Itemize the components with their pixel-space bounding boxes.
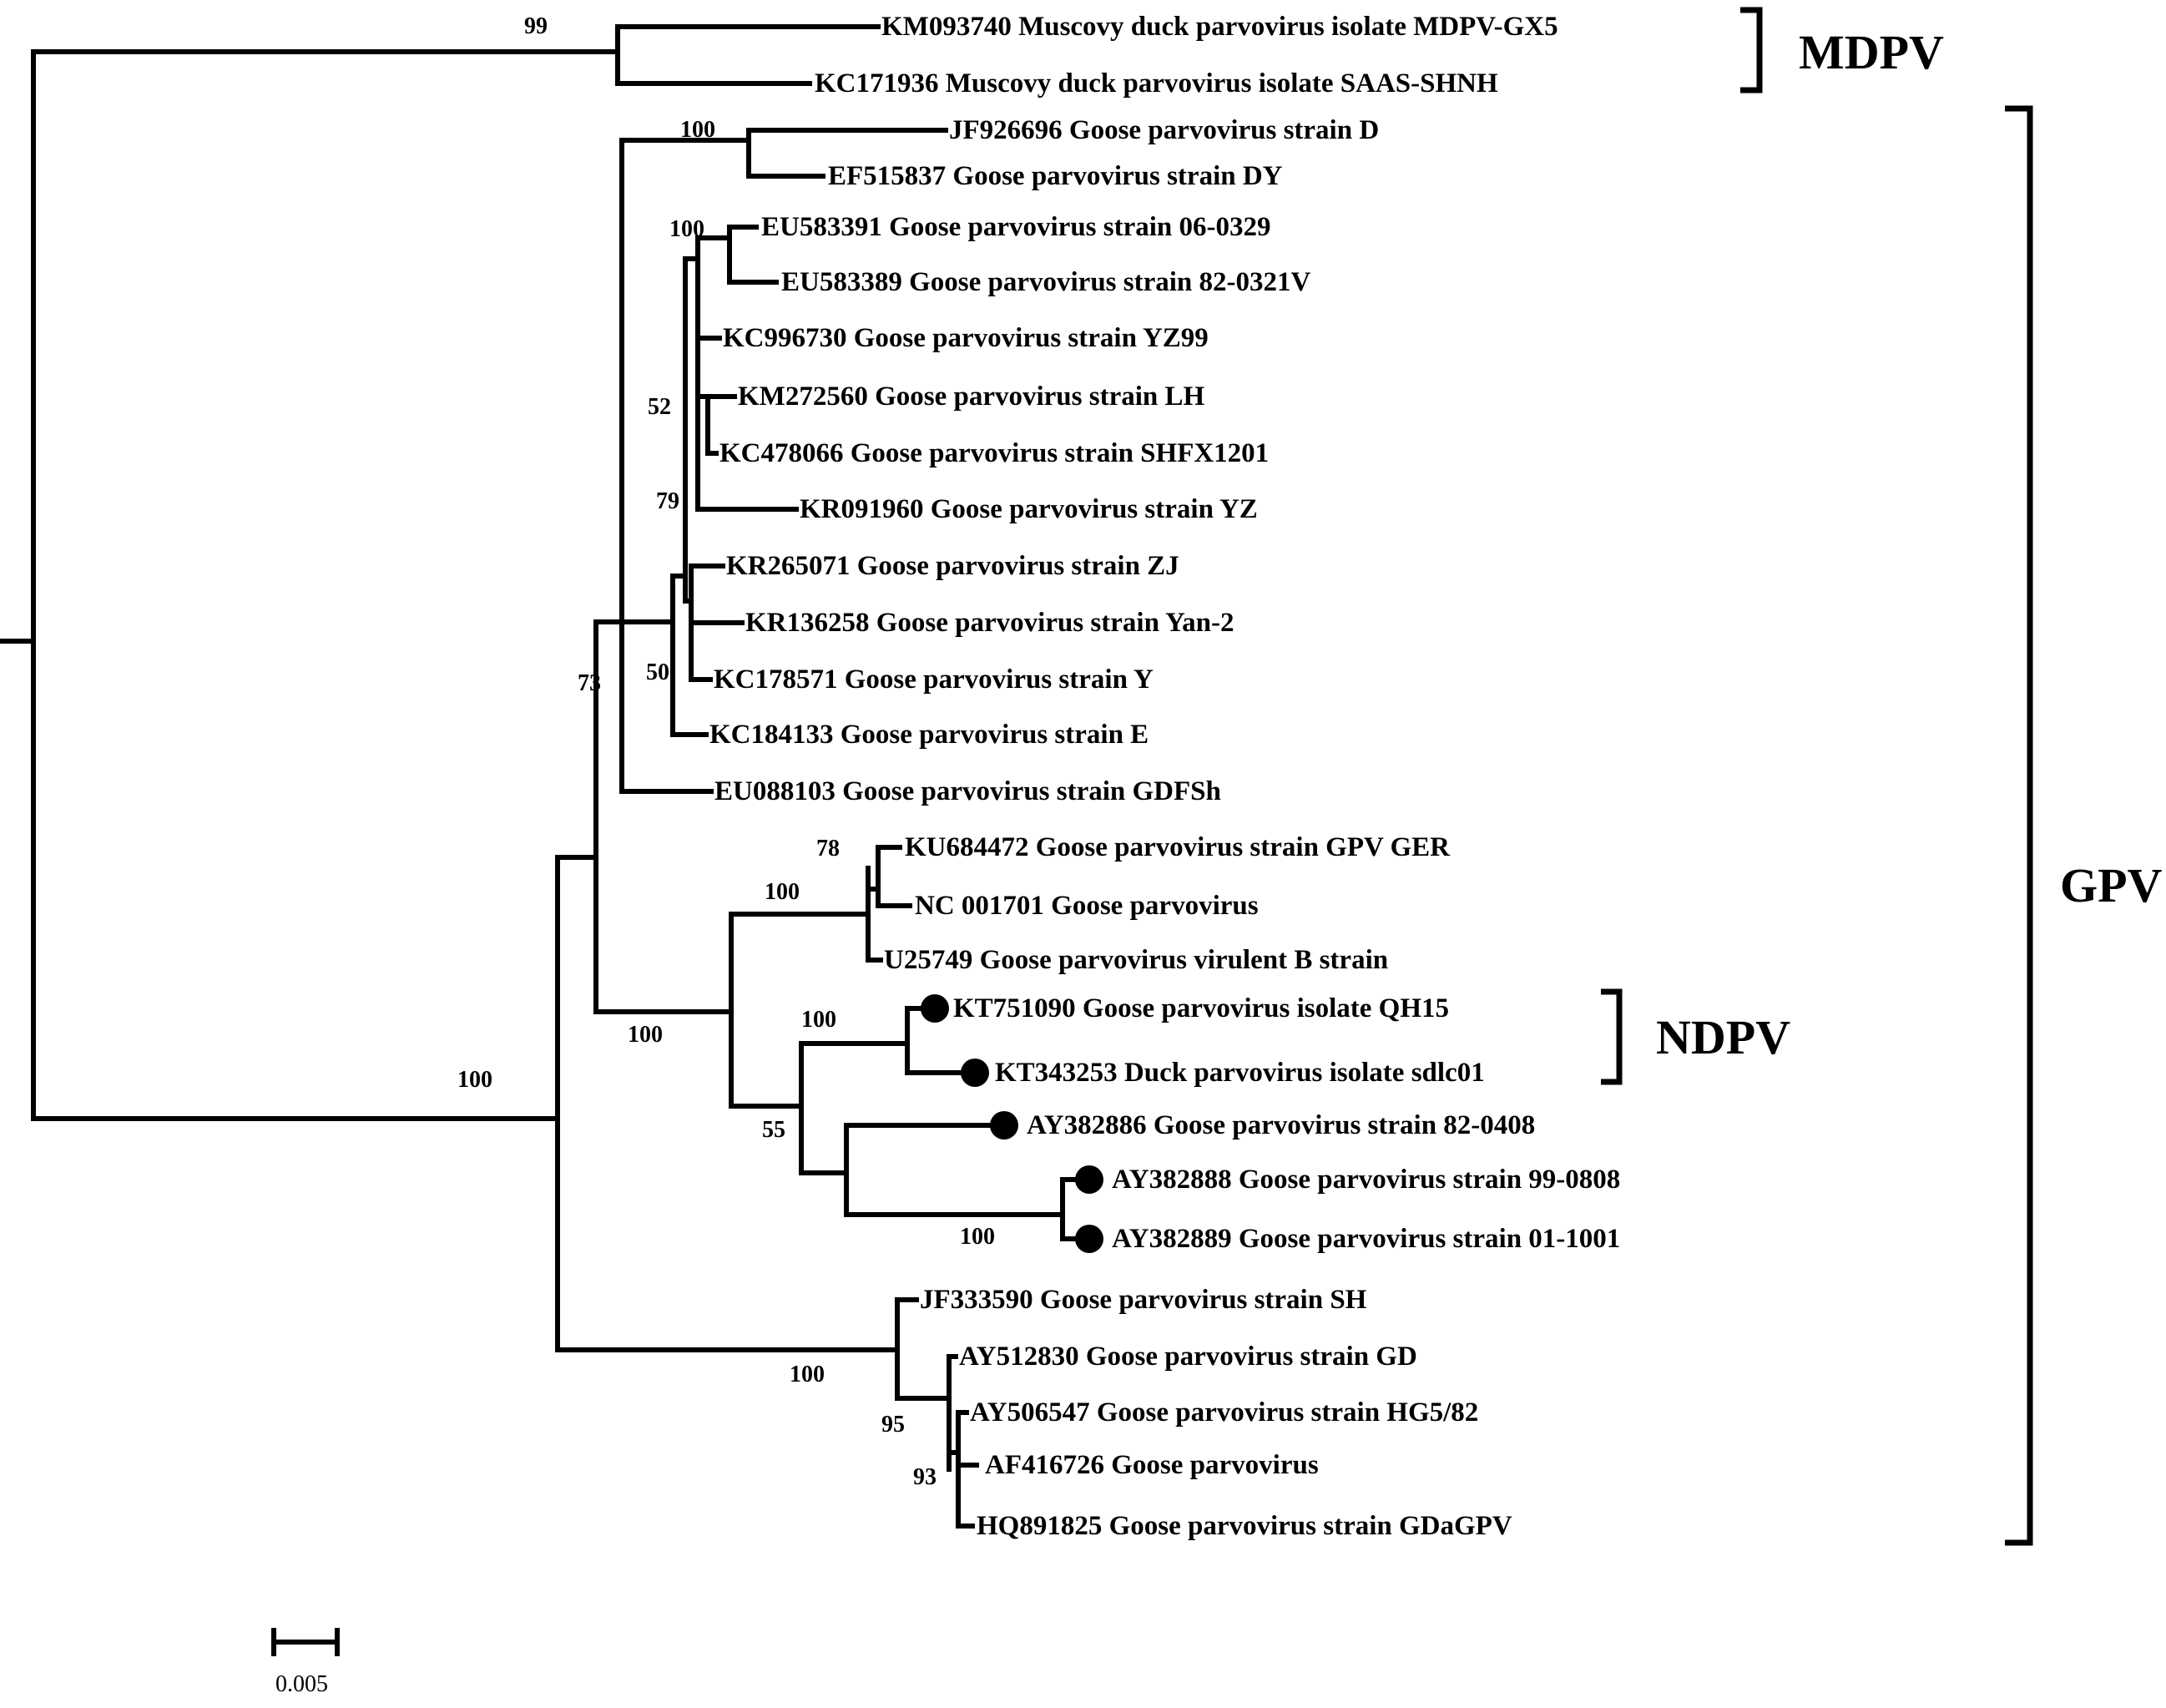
- support-value: 100: [790, 1362, 825, 1387]
- support-value: 100: [765, 879, 800, 905]
- tree-branches: [0, 24, 1092, 1529]
- taxon-label: KC996730 Goose parvovirus strain YZ99: [723, 323, 1209, 353]
- taxon-label: AY512830 Goose parvovirus strain GD: [959, 1342, 1417, 1372]
- taxon-label: AY382888 Goose parvovirus strain 99-0808: [1112, 1165, 1620, 1195]
- support-value: 52: [648, 394, 671, 420]
- taxon-label: EU088103 Goose parvovirus strain GDFSh: [714, 776, 1221, 806]
- group-brackets: MDPV GPV NDPV: [1601, 7, 2163, 1546]
- taxon-label: AY506547 Goose parvovirus strain HG5/82: [970, 1397, 1478, 1428]
- taxon-label: KC178571 Goose parvovirus strain Y: [714, 665, 1154, 695]
- gpv-group-label: GPV: [2060, 858, 2163, 912]
- support-value: 78: [816, 836, 840, 862]
- support-value: 93: [913, 1464, 937, 1490]
- taxon-label: EF515837 Goose parvovirus strain DY: [828, 161, 1283, 191]
- support-value: 100: [628, 1022, 663, 1048]
- marker-t22: [1075, 1165, 1103, 1194]
- taxon-label: U25749 Goose parvovirus virulent B strai…: [884, 945, 1388, 975]
- taxon-label: KT751090 Goose parvovirus isolate QH15: [953, 993, 1449, 1023]
- taxon-label: KC171936 Muscovy duck parvovirus isolate…: [815, 68, 1498, 99]
- support-value: 73: [578, 670, 601, 696]
- support-value: 100: [801, 1007, 836, 1033]
- taxon-label: KR136258 Goose parvovirus strain Yan-2: [745, 608, 1234, 638]
- taxon-label: AY382886 Goose parvovirus strain 82-0408: [1027, 1110, 1535, 1140]
- taxon-labels: KM093740 Muscovy duck parvovirus isolate…: [709, 12, 1620, 1541]
- ndpv-group-label: NDPV: [1656, 1010, 1790, 1064]
- gpv-bracket: [2005, 105, 2033, 1546]
- taxon-label: KM093740 Muscovy duck parvovirus isolate…: [881, 12, 1558, 42]
- mdpv-bracket: [1740, 7, 1763, 93]
- support-value: 95: [881, 1412, 905, 1438]
- taxon-label: AF416726 Goose parvovirus: [985, 1450, 1319, 1480]
- taxon-markers: [921, 994, 1103, 1253]
- taxon-label: JF926696 Goose parvovirus strain D: [949, 115, 1379, 145]
- taxon-label: JF333590 Goose parvovirus strain SH: [920, 1285, 1367, 1315]
- support-value: 100: [960, 1224, 995, 1250]
- mdpv-group-label: MDPV: [1799, 25, 1944, 79]
- taxon-label: EU583391 Goose parvovirus strain 06-0329: [761, 212, 1271, 242]
- taxon-label: NC 001701 Goose parvovirus: [915, 891, 1259, 921]
- taxon-label: KR091960 Goose parvovirus strain YZ: [800, 494, 1258, 524]
- taxon-label: KT343253 Duck parvovirus isolate sdlc01: [995, 1058, 1485, 1088]
- taxon-label: KM272560 Goose parvovirus strain LH: [738, 382, 1204, 412]
- marker-t23: [1075, 1225, 1103, 1253]
- marker-t19: [921, 994, 949, 1023]
- support-value: 79: [656, 488, 679, 514]
- support-value: 50: [646, 659, 669, 685]
- taxon-label: HQ891825 Goose parvovirus strain GDaGPV: [977, 1511, 1512, 1541]
- taxon-label: AY382889 Goose parvovirus strain 01-1001: [1112, 1224, 1620, 1254]
- support-value: 100: [680, 117, 715, 143]
- marker-t20: [961, 1059, 989, 1087]
- ndpv-bracket: [1601, 988, 1623, 1085]
- support-value: 100: [669, 216, 704, 242]
- support-value: 100: [457, 1067, 492, 1093]
- taxon-label: KU684472 Goose parvovirus strain GPV GER: [905, 832, 1451, 862]
- taxon-label: KR265071 Goose parvovirus strain ZJ: [726, 551, 1179, 581]
- taxon-label: KC184133 Goose parvovirus strain E: [709, 720, 1149, 750]
- support-values: 99 100 100 52 79 50 73 78 100 100 100 10…: [457, 13, 995, 1490]
- scale-bar: 0.005: [271, 1628, 340, 1697]
- support-value: 55: [762, 1117, 785, 1143]
- marker-t21: [990, 1111, 1018, 1140]
- scale-bar-label: 0.005: [275, 1671, 328, 1697]
- taxon-label: EU583389 Goose parvovirus strain 82-0321…: [781, 267, 1311, 297]
- support-value: 99: [524, 13, 548, 39]
- taxon-label: KC478066 Goose parvovirus strain SHFX120…: [719, 438, 1269, 468]
